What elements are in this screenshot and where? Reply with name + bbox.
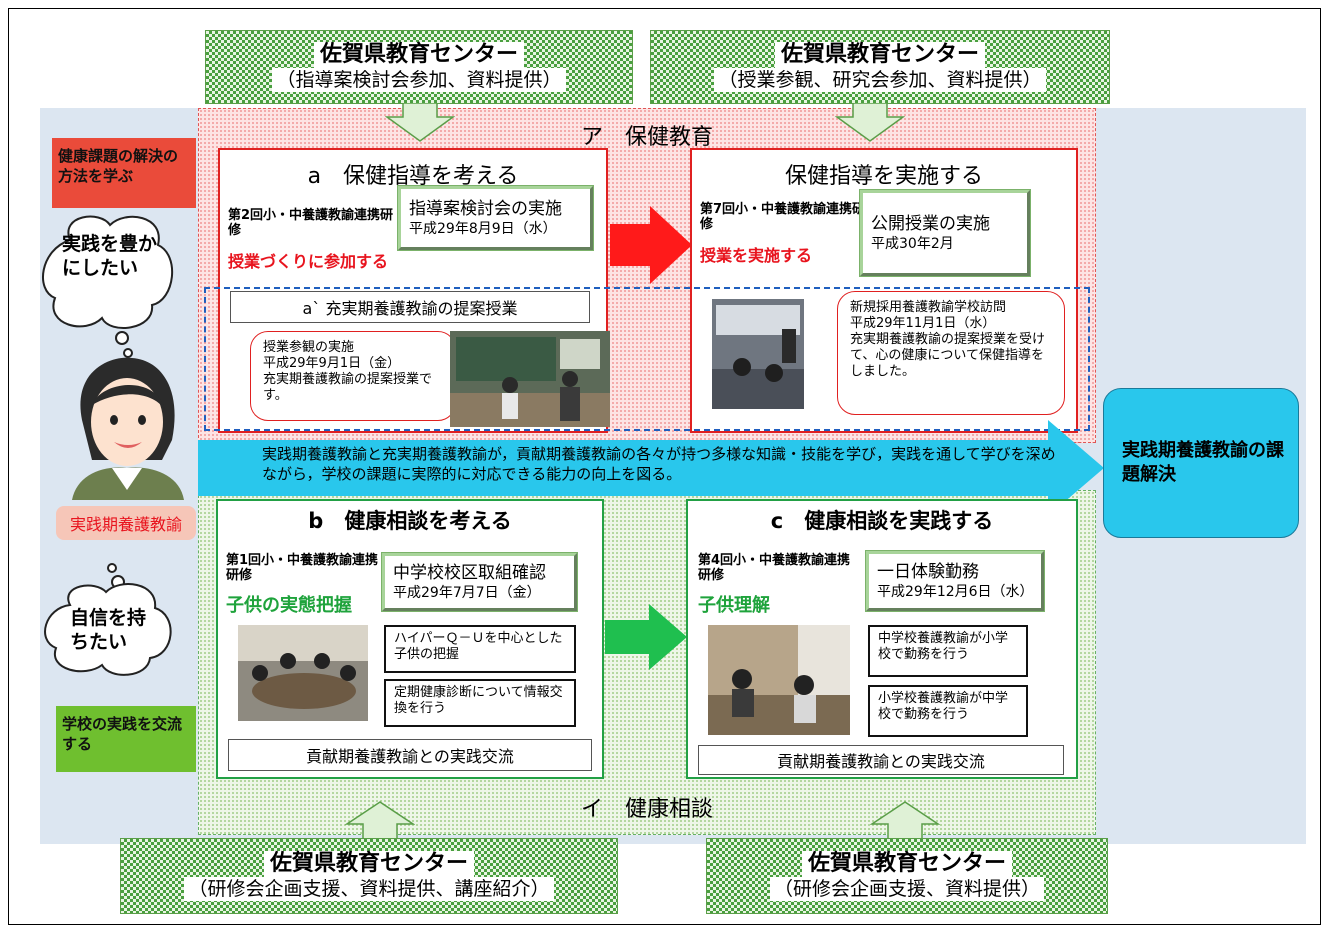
center-title: 佐賀県教育センター — [774, 42, 985, 68]
teacher-illustration — [72, 357, 184, 500]
event-date: 平成29年7月7日（金） — [393, 584, 541, 601]
box-c-item2: 小学校養護教諭が中学校で勤務を行う — [868, 685, 1028, 737]
box-b-item1: ハイパーＱ－Ｕを中心とした子供の把握 — [384, 625, 576, 673]
box-implement-session: 第7回小・中養護教諭連携研修 — [700, 202, 866, 232]
zone-title-health-education: ア 保健教育 — [580, 125, 713, 150]
event-date: 平成29年8月9日（水） — [409, 220, 557, 237]
classroom-photo-implement — [712, 299, 804, 409]
box-b-action: 子供の実態把握 — [226, 595, 352, 616]
center-title: 佐賀県教育センター — [313, 42, 524, 68]
box-c-session: 第4回小・中養護教諭連携研修 — [698, 553, 851, 583]
box-a-plan-guidance: a 保健指導を考える 第2回小・中養護教諭連携研修 授業づくりに参加する 指導案… — [218, 148, 608, 285]
box-a-event: 指導案検討会の実施 平成29年8月9日（水） — [398, 186, 593, 250]
box-implement-lower: 新規採用養護教諭学校訪問 平成29年11月1日（水） 充実期養護教諭の提案授業を… — [690, 283, 1078, 433]
meeting-photo-b — [238, 625, 368, 721]
box-implement-action: 授業を実施する — [700, 246, 813, 265]
center-title: 佐賀県教育センター — [263, 851, 474, 877]
event-title: 指導案検討会の実施 — [409, 198, 562, 219]
box-c-event: 一日体験勤務 平成29年12月6日（水） — [866, 551, 1044, 611]
center-subtitle: （授業参観、研究会参加、資料提供） — [714, 68, 1046, 92]
center-box-bottom-right: 佐賀県教育センター （研修会企画支援、資料提供） — [706, 838, 1108, 914]
down-arrow-top-right — [835, 103, 905, 142]
center-box-top-right: 佐賀県教育センター （授業参観、研究会参加、資料提供） — [650, 30, 1110, 104]
center-subtitle: （研修会企画支援、資料提供、講座紹介） — [184, 877, 554, 901]
center-box-top-left: 佐賀県教育センター （指導案検討会参加、資料提供） — [205, 30, 633, 104]
box-b-item2: 定期健康診断について情報交換を行う — [384, 679, 576, 727]
box-c-footer: 貢献期養護教諭との実践交流 — [698, 745, 1064, 775]
box-implement-event: 公開授業の実施 平成30年2月 — [860, 190, 1030, 276]
box-b-event: 中学校校区取組確認 平成29年7月7日（金） — [382, 553, 577, 611]
box-b-footer: 貢献期養護教諭との実践交流 — [228, 739, 592, 771]
center-subtitle: （指導案検討会参加、資料提供） — [272, 68, 566, 92]
zone-title-health-counseling: イ 健康相談 — [580, 797, 713, 822]
classroom-photo-a — [450, 331, 610, 427]
center-title: 佐賀県教育センター — [801, 851, 1012, 877]
box-b-plan-counseling: b 健康相談を考える 第1回小・中養護教諭連携研修 子供の実態把握 中学校校区取… — [216, 499, 604, 779]
main-arrow-text: 実践期養護教諭と充実期養護教諭が，貢献期養護教諭の各々が持つ多様な知識・技能を学… — [262, 445, 1056, 483]
box-a-action: 授業づくりに参加する — [228, 252, 389, 271]
event-title: 中学校校区取組確認 — [393, 562, 546, 583]
label-share-practice: 学校の実践を交流する — [56, 706, 196, 772]
label-learn-methods: 健康課題の解決の方法を学ぶ — [52, 138, 196, 208]
box-a-prime-callout: 授業参観の実施 平成29年9月1日（金） 充実期養護教諭の提案授業です。 — [250, 331, 456, 421]
down-arrow-top-left — [385, 103, 455, 142]
box-b-session: 第1回小・中養護教諭連携研修 — [226, 553, 379, 583]
box-implement-title: 保健指導を実施する — [784, 164, 983, 189]
event-date: 平成29年12月6日（水） — [877, 583, 1034, 600]
blue-dashed-group — [204, 287, 1090, 431]
box-a-title: a 保健指導を考える — [307, 164, 519, 189]
event-title: 一日体験勤務 — [877, 561, 979, 582]
event-title: 公開授業の実施 — [871, 213, 990, 234]
box-implement-guidance: 保健指導を実施する 第7回小・中養護教諭連携研修 授業を実施する 公開授業の実施… — [690, 148, 1078, 285]
center-box-bottom-left: 佐賀県教育センター （研修会企画支援、資料提供、講座紹介） — [120, 838, 618, 914]
green-arrow-right — [605, 604, 687, 670]
box-a-prime-title: a` 充実期養護教諭の提案授業 — [230, 291, 590, 323]
box-a-prime: a` 充実期養護教諭の提案授業 授業参観の実施 平成29年9月1日（金） 充実期… — [218, 283, 610, 433]
thought-cloud-bottom-shape — [44, 563, 172, 676]
cloud-bottom-text: 自信を持ちたい — [70, 607, 147, 653]
diagram-frame — [8, 8, 1321, 925]
box-c-item1: 中学校養護教諭が小学校で勤務を行う — [868, 625, 1028, 677]
red-arrow-right — [610, 206, 692, 284]
box-implement-callout: 新規採用養護教諭学校訪問 平成29年11月1日（水） 充実期養護教諭の提案授業を… — [837, 291, 1065, 415]
thought-cloud-top-shape — [42, 215, 174, 358]
classroom-photo-c — [708, 625, 850, 735]
goal-box: 実践期養護教諭の課題解決 — [1103, 388, 1299, 538]
box-b-title: b 健康相談を考える — [308, 509, 512, 533]
up-arrow-bottom-left — [345, 801, 415, 841]
center-subtitle: （研修会企画支援、資料提供） — [769, 877, 1044, 901]
event-date: 平成30年2月 — [871, 235, 954, 252]
up-arrow-bottom-right — [870, 801, 940, 841]
main-cyan-arrow — [198, 420, 1104, 516]
role-label: 実践期養護教諭 — [56, 506, 196, 540]
cloud-top-text: 実践を豊かにしたい — [62, 233, 158, 279]
box-c-action: 子供理解 — [698, 595, 770, 616]
box-c-implement-counseling: c 健康相談を実践する 第4回小・中養護教諭連携研修 子供理解 一日体験勤務 平… — [686, 499, 1078, 779]
box-a-session: 第2回小・中養護教諭連携研修 — [228, 208, 394, 238]
box-c-title: c 健康相談を実践する — [770, 509, 994, 533]
